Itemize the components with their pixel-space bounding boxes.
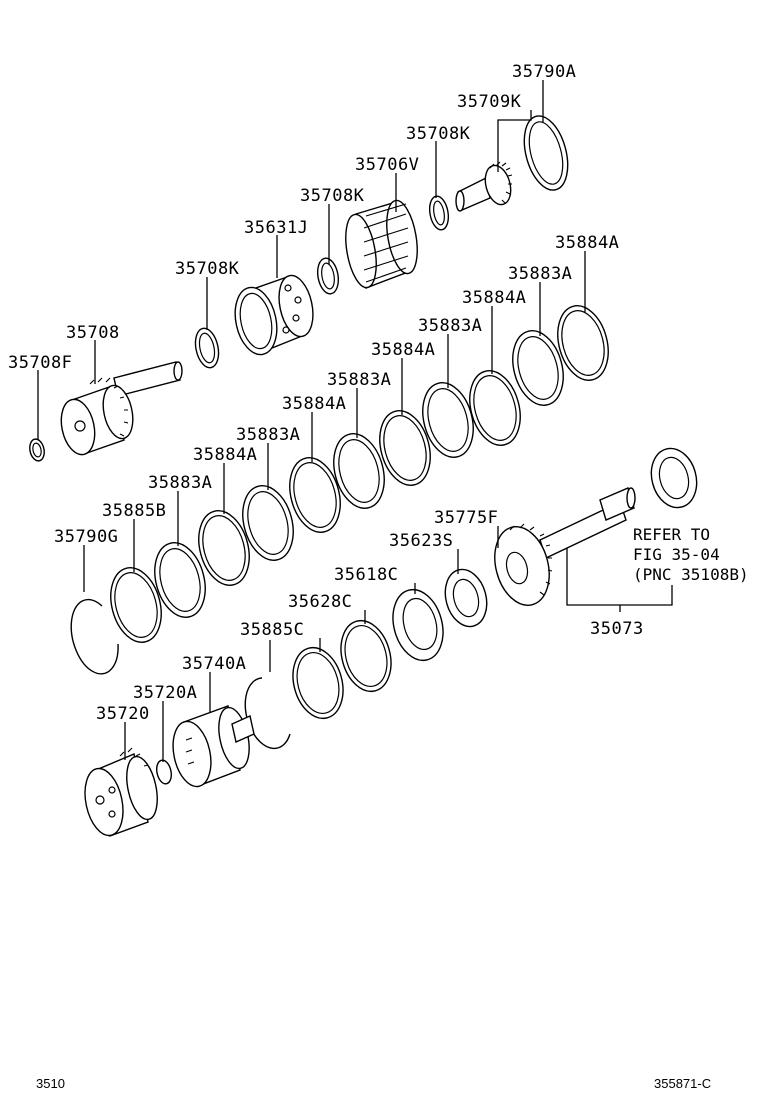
label-35708F[interactable]: 35708F	[8, 353, 72, 373]
ring-35708K-lower	[194, 327, 220, 369]
label-35708K-upper[interactable]: 35708K	[406, 124, 471, 144]
label-35884A-4[interactable]: 35884A	[282, 394, 346, 414]
ring-gear-35720A	[172, 705, 255, 788]
bearing-ref-35108B	[650, 447, 698, 509]
washer-35708F	[29, 438, 45, 462]
label-35628C[interactable]: 35628C	[288, 592, 352, 612]
note-line-1: REFER TO	[633, 525, 710, 544]
label-35883A-4[interactable]: 35883A	[236, 425, 300, 445]
label-35623S[interactable]: 35623S	[389, 531, 453, 551]
planetary-shaft-35708	[60, 361, 183, 456]
note-line-3: (PNC 35108B)	[633, 565, 749, 584]
carrier-35720	[84, 747, 158, 837]
ring-35708K-middle	[316, 257, 340, 295]
illustration-code: 355871-C	[654, 1076, 711, 1091]
reference-note: REFER TO FIG 35-04 (PNC 35108B)	[633, 525, 749, 584]
label-35884A-3[interactable]: 35884A	[371, 340, 435, 360]
snap-ring-35790G	[70, 598, 119, 675]
label-35708K-lower[interactable]: 35708K	[175, 259, 240, 279]
ring-35790A	[523, 115, 569, 191]
label-35706V[interactable]: 35706V	[355, 155, 419, 175]
output-shaft-35073	[494, 487, 636, 606]
label-35631J[interactable]: 35631J	[244, 218, 308, 238]
gear-shaft-35709K	[455, 161, 513, 212]
part-labels: 35790A 35709K 35708K 35706V 35708K 35631…	[8, 62, 644, 724]
label-35883A-1[interactable]: 35883A	[508, 264, 572, 284]
ring-35720-small	[156, 759, 172, 785]
hub-35631J	[234, 274, 314, 356]
figure-number: 3510	[36, 1076, 65, 1091]
snap-ring-35740A	[244, 677, 291, 750]
ring-35628C	[340, 619, 392, 693]
label-35883A-2[interactable]: 35883A	[418, 316, 482, 336]
label-35884A-5[interactable]: 35884A	[193, 445, 257, 465]
label-35883A-5[interactable]: 35883A	[148, 473, 212, 493]
footer: 3510 355871-C	[36, 1076, 711, 1091]
label-35885B[interactable]: 35885B	[102, 501, 166, 521]
label-35884A-2[interactable]: 35884A	[462, 288, 526, 308]
label-35720[interactable]: 35720	[96, 704, 150, 724]
label-35708[interactable]: 35708	[66, 323, 120, 343]
label-35618C[interactable]: 35618C	[334, 565, 398, 585]
bearing-35623S	[444, 568, 488, 628]
clutch-stack	[110, 305, 609, 643]
label-35883A-3[interactable]: 35883A	[327, 370, 391, 390]
note-line-2: FIG 35-04	[633, 545, 720, 564]
leader-lines	[37, 80, 673, 762]
label-35884A-1[interactable]: 35884A	[555, 233, 619, 253]
label-35709K[interactable]: 35709K	[457, 92, 522, 112]
label-35790A[interactable]: 35790A	[512, 62, 576, 82]
ring-35708K-upper	[428, 195, 450, 231]
label-35790G[interactable]: 35790G	[54, 527, 118, 547]
seal-35618C	[392, 588, 444, 662]
label-35740A[interactable]: 35740A	[182, 654, 246, 674]
label-35720A[interactable]: 35720A	[133, 683, 197, 703]
label-35073[interactable]: 35073	[590, 619, 644, 639]
label-35708K-middle[interactable]: 35708K	[300, 186, 365, 206]
label-35885C[interactable]: 35885C	[240, 620, 304, 640]
drum-35706V	[345, 199, 418, 289]
label-35775F[interactable]: 35775F	[434, 508, 498, 528]
plate-35885C	[292, 646, 344, 720]
